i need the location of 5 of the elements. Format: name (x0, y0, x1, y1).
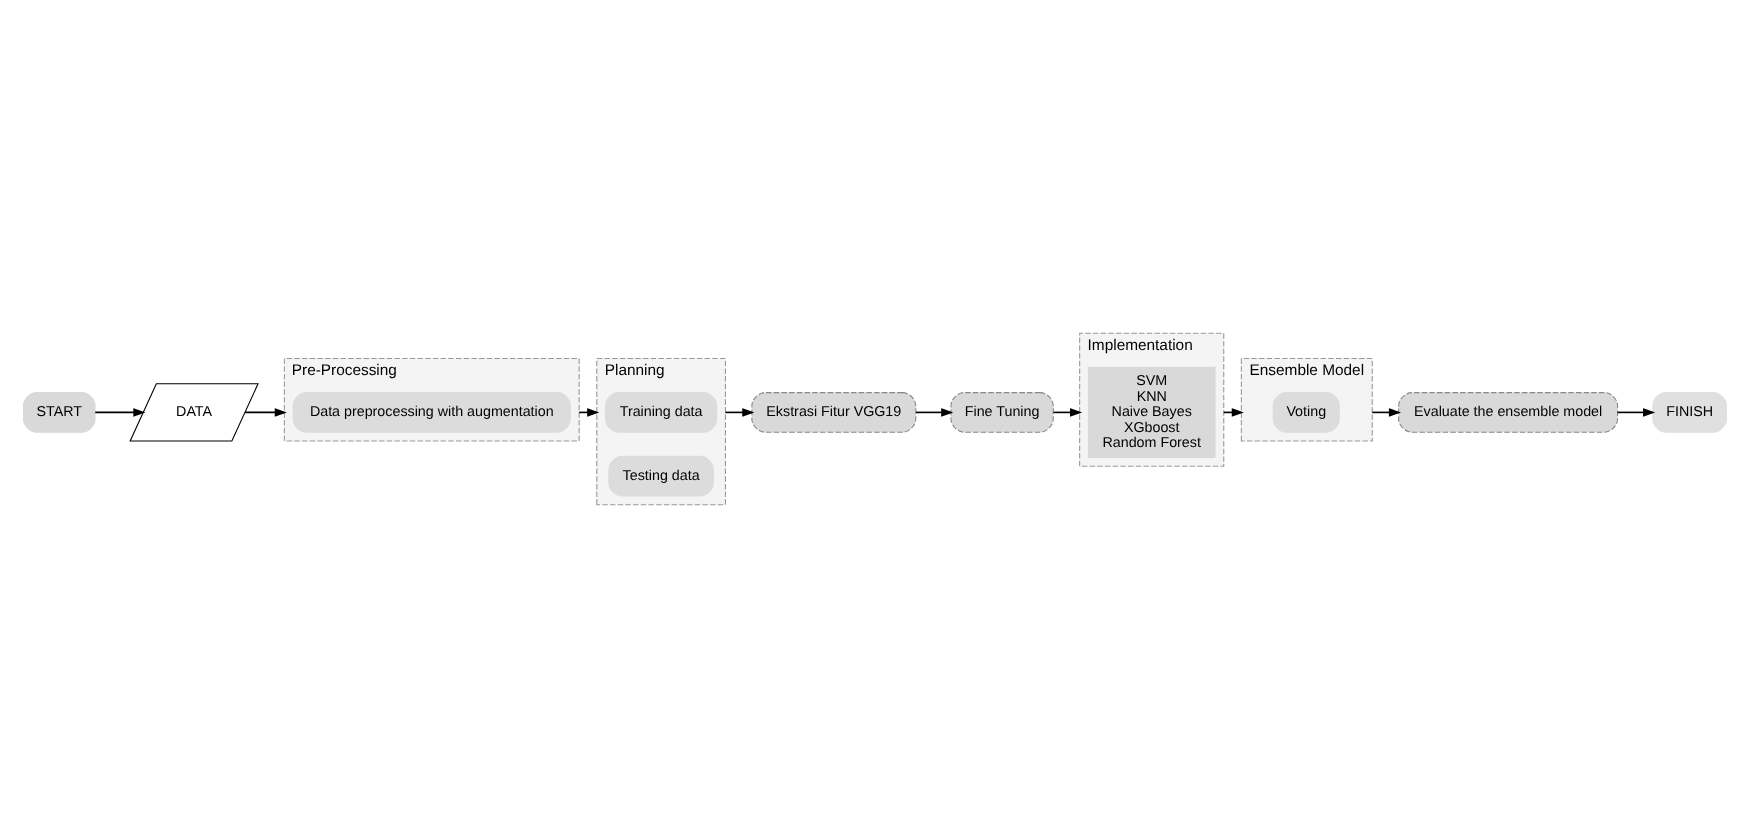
arrow (1616, 408, 1656, 417)
arrow (915, 408, 954, 417)
arrow (244, 408, 287, 417)
arrow (1052, 408, 1083, 417)
arrow (94, 408, 146, 417)
